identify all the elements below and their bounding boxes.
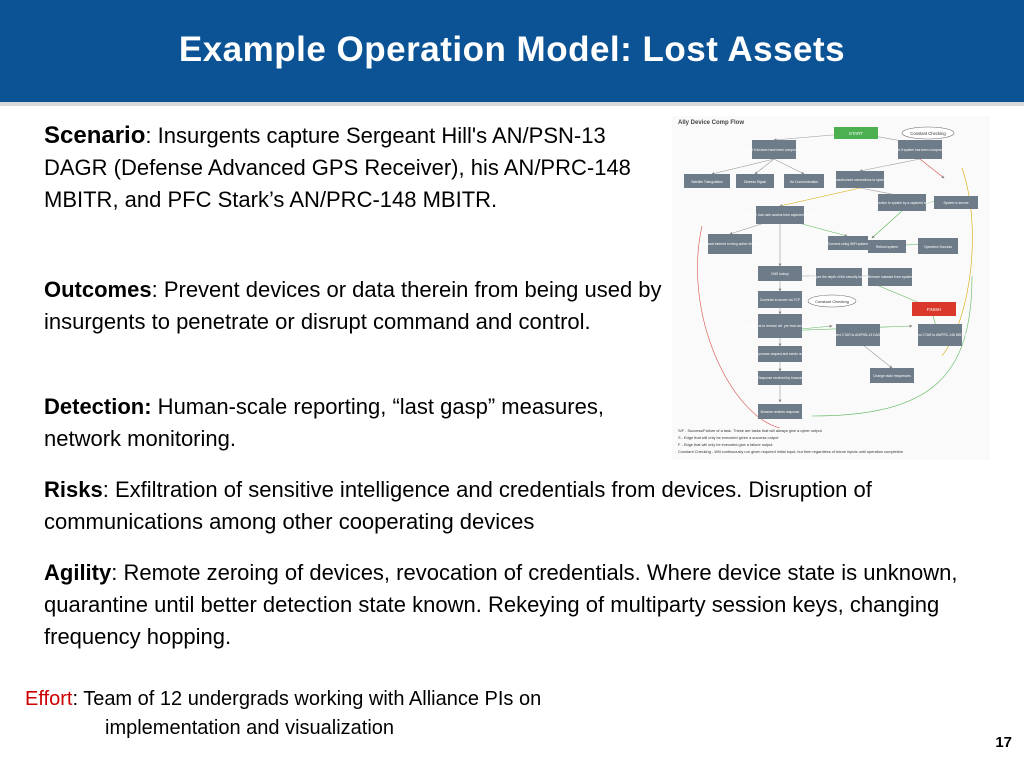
svg-text:Send Request to remove ctrl. p: Send Request to remove ctrl. pre from ac… [741, 324, 820, 328]
detection-paragraph: Detection: Human-scale reporting, “last … [44, 391, 664, 455]
svg-text:Constant Checking: Constant Checking [910, 131, 946, 136]
svg-text:START: START [849, 131, 864, 136]
svg-text:Analyze the depth of the secur: Analyze the depth of the security breach [810, 275, 869, 279]
node-satellite: Satellite Triangulation [684, 174, 730, 188]
node-remove-malware: Remove malware from system [868, 268, 913, 286]
title-bar: Example Operation Model: Lost Assets [0, 0, 1024, 106]
outcomes-paragraph: Outcomes: Prevent devices or data therei… [44, 274, 664, 338]
legend-f: F - Edge that will only be executed give… [678, 442, 773, 447]
node-dns: DNS lookup [758, 266, 802, 281]
detection-text: Human-scale reporting, “last gasp” measu… [44, 394, 604, 451]
svg-text:Unauthorized connections to sy: Unauthorized connections to system [833, 178, 886, 182]
node-browser-renders: Browser renders response [758, 404, 802, 419]
constant-checking-node-top: Constant Checking [901, 126, 955, 140]
node-detect-system: Detect if system has been compromised [891, 140, 950, 159]
node-change-radio: Change radio frequencies [870, 368, 914, 383]
outcomes-label: Outcomes [44, 277, 152, 302]
node-analyze: Analyze the depth of the security breach [810, 268, 869, 286]
agility-paragraph: Agility: Remote zeroing of devices, revo… [44, 557, 1004, 653]
svg-text:Detect if devices have been co: Detect if devices have been compromised [743, 148, 804, 152]
svg-text:FINISH: FINISH [927, 307, 942, 312]
svg-text:Send CTAR to AN/PRC-148 MBITR: Send CTAR to AN/PRC-148 MBITR [914, 333, 967, 337]
svg-text:Satellite Triangulation: Satellite Triangulation [691, 180, 723, 184]
diagram-title: Ally Device Comp Flow [678, 120, 744, 126]
legend-cc: Constant Checking - Will continuously ru… [678, 449, 903, 454]
node-secure: System is secure [934, 196, 978, 209]
svg-text:Revoke / lock user access from: Revoke / lock user access from captured … [744, 213, 816, 217]
outcomes-text: : Prevent devices or data therein from b… [44, 277, 662, 334]
risks-paragraph: Risks: Exfiltration of sensitive intelli… [44, 474, 1004, 538]
agility-text: : Remote zeroing of devices, revocation … [44, 560, 958, 649]
svg-text:Distress Signal: Distress Signal [744, 180, 766, 184]
node-connects-tcp: Connects to server via TCP [758, 291, 802, 308]
effort-label: Effort [25, 688, 73, 710]
svg-text:System is secure: System is secure [943, 201, 968, 205]
svg-text:Change radio frequencies: Change radio frequencies [873, 374, 911, 378]
node-broadcast: Broadcast internet to bring active direc… [699, 234, 761, 254]
node-send-ctar-mbitr: Send CTAR to AN/PRC-148 MBITR [914, 324, 967, 346]
diagram-legend: S/F - Success/Failure of a task. These a… [678, 428, 903, 454]
svg-text:Remove malware from system: Remove malware from system [868, 275, 913, 279]
node-no-communication: No Communication [784, 174, 824, 188]
svg-text:Send CTAR to AN/PSN-13 DAGR: Send CTAR to AN/PSN-13 DAGR [833, 333, 883, 337]
agility-label: Agility [44, 560, 112, 585]
title-divider [0, 102, 1024, 106]
node-revoke: Revoke / lock user access from captured … [744, 206, 816, 224]
node-server-process: Server process request and sends respons… [748, 346, 813, 362]
constant-checking-node-mid: Constant Checking [807, 294, 857, 308]
node-operation-success: Operation Success [918, 238, 958, 254]
risks-label: Risks [44, 477, 103, 502]
node-connect-wifi: Connect using WiFi system [828, 236, 868, 250]
effort-note: Effort: Team of 12 undergrads working wi… [25, 685, 541, 743]
slide-title: Example Operation Model: Lost Assets [178, 30, 846, 69]
svg-text:Reboot system: Reboot system [876, 245, 898, 249]
scenario-label: Scenario [44, 122, 146, 149]
node-send-request: Send Request to remove ctrl. pre from ac… [741, 314, 820, 338]
svg-text:Server process request and sen: Server process request and sends respons… [748, 352, 813, 356]
svg-text:Browser renders response: Browser renders response [761, 410, 800, 414]
legend-s: S - Edge that will only be executed give… [678, 435, 779, 440]
effort-line-1: : Team of 12 undergrads working with All… [72, 688, 542, 710]
svg-text:Detect if system has been comp: Detect if system has been compromised [891, 148, 950, 152]
svg-text:Response received by browser: Response received by browser [757, 376, 803, 380]
effort-line-2: implementation and visualization [105, 717, 395, 739]
flow-diagram: Ally Device Comp Flow START Constant Che… [672, 116, 990, 460]
node-distress: Distress Signal [736, 174, 774, 188]
flow-diagram-canvas: Ally Device Comp Flow START Constant Che… [672, 116, 990, 460]
node-send-ctar-dagr: Send CTAR to AN/PSN-13 DAGR [833, 324, 883, 346]
svg-text:Connects to server via TCP: Connects to server via TCP [760, 298, 801, 302]
svg-text:Connection to system by a capt: Connection to system by a captured soldi… [870, 201, 934, 205]
svg-text:No Communication: No Communication [790, 180, 818, 184]
page-number: 17 [995, 734, 1012, 751]
node-detect-compromised: Detect if devices have been compromised [743, 140, 805, 159]
node-connection: Connection to system by a captured soldi… [870, 194, 935, 211]
svg-text:Broadcast internet to bring ac: Broadcast internet to bring active direc… [699, 242, 761, 246]
svg-text:Operation Success: Operation Success [924, 245, 952, 249]
diagram-background [672, 116, 990, 460]
legend-sf: S/F - Success/Failure of a task. These a… [678, 428, 823, 433]
node-response-received: Response received by browser [757, 371, 804, 385]
scenario-paragraph: Scenario: Insurgents capture Sergeant Hi… [44, 120, 644, 216]
node-unauthorized: Unauthorized connections to system [833, 171, 887, 188]
finish-node: FINISH [912, 302, 956, 316]
scenario-text: : Insurgents capture Sergeant Hill's AN/… [44, 123, 631, 212]
risks-text: : Exfiltration of sensitive intelligence… [44, 477, 872, 534]
node-reboot: Reboot system [868, 240, 906, 253]
detection-label: Detection: [44, 394, 152, 419]
svg-text:Constant Checking: Constant Checking [815, 299, 849, 304]
svg-text:Connect using WiFi system: Connect using WiFi system [828, 242, 868, 246]
start-node: START [834, 127, 878, 139]
svg-text:DNS lookup: DNS lookup [771, 272, 789, 276]
